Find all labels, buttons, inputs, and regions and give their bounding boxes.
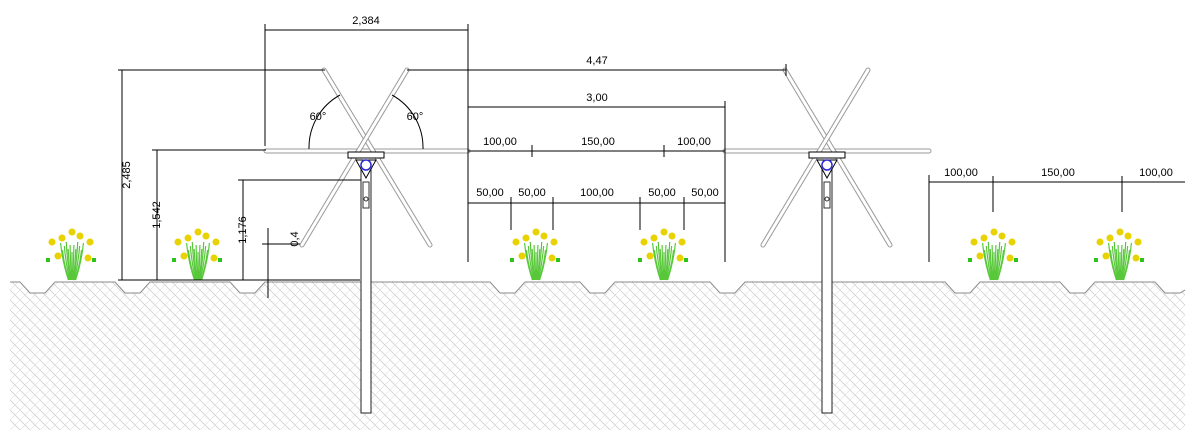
angle-left-60: 60° bbox=[310, 111, 327, 123]
dim-lower-4: 50,00 bbox=[648, 187, 676, 199]
tracker-motor-right bbox=[821, 159, 833, 171]
dim-right-2: 150,00 bbox=[1041, 167, 1075, 179]
plant-6 bbox=[1094, 228, 1144, 281]
angle-right-60: 60° bbox=[407, 111, 424, 123]
horizontal-dimensions: 2,384 4,47 3,00 60° 60° 100,00 150,00 10… bbox=[264, 15, 1185, 262]
vertical-dimensions: 2,485 1,542 1,176 0,4 bbox=[118, 69, 361, 298]
solar-tracker-right bbox=[722, 67, 932, 414]
dim-lower-5: 50,00 bbox=[691, 187, 719, 199]
dim-height-2485: 2,485 bbox=[121, 161, 133, 189]
dim-height-04: 0,4 bbox=[289, 231, 301, 246]
plant-1 bbox=[46, 228, 96, 281]
dim-right-3: 100,00 bbox=[1139, 167, 1173, 179]
plant-4 bbox=[638, 228, 688, 281]
solar-tracker-left bbox=[263, 67, 471, 414]
plant-2 bbox=[172, 228, 222, 281]
dim-width-300: 3,00 bbox=[586, 92, 607, 104]
dim-upper-3: 100,00 bbox=[677, 136, 711, 148]
dim-lower-1: 50,00 bbox=[476, 187, 504, 199]
dim-upper-2: 150,00 bbox=[581, 136, 615, 148]
tracker-motor-left bbox=[360, 159, 372, 171]
dim-height-1176: 1,176 bbox=[237, 216, 249, 244]
dim-height-1542: 1,542 bbox=[151, 201, 163, 229]
dim-right-1: 100,00 bbox=[944, 167, 978, 179]
plant-5 bbox=[968, 228, 1018, 281]
dim-width-447: 4,47 bbox=[586, 55, 607, 67]
dim-lower-2: 50,00 bbox=[518, 187, 546, 199]
ground-section bbox=[10, 281, 1185, 430]
crop-plants bbox=[46, 228, 1144, 281]
dim-lower-3: 100,00 bbox=[580, 187, 614, 199]
dim-upper-1: 100,00 bbox=[483, 136, 517, 148]
plant-3 bbox=[510, 228, 560, 281]
dim-width-2384: 2,384 bbox=[352, 15, 380, 27]
